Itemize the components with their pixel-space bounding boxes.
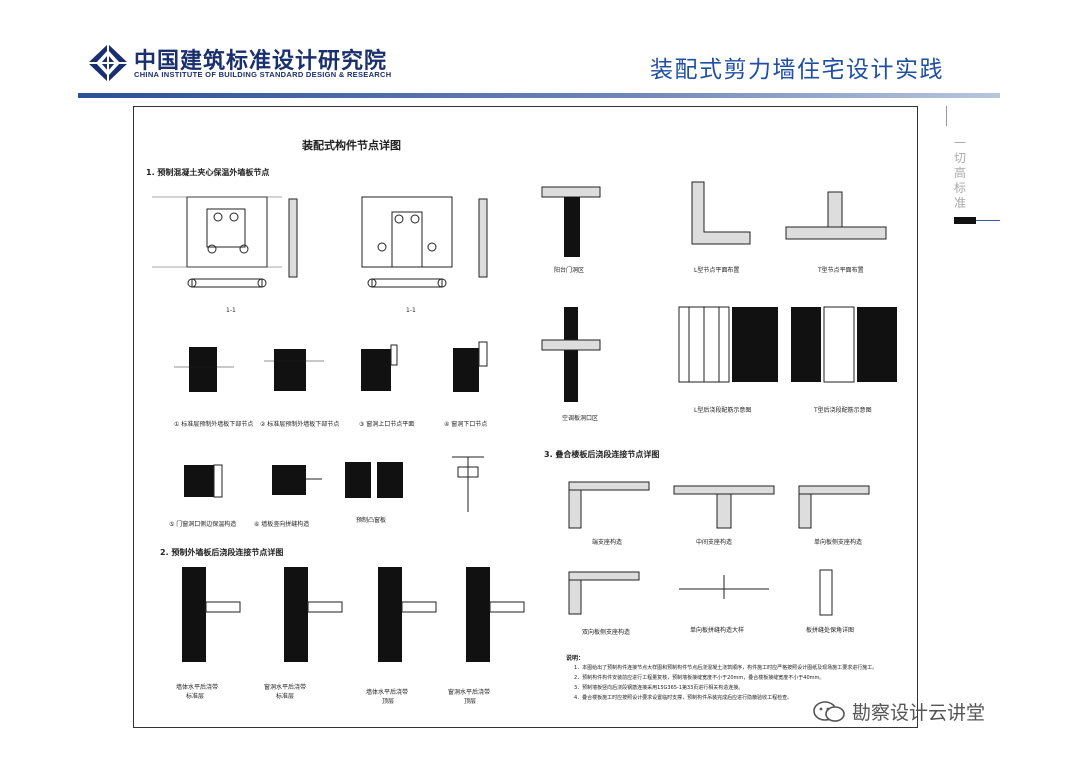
notes-heading: 说明： [566,655,585,662]
caption-one-way-seam: 单向板拼缝构造大样 [690,627,745,634]
caption-top-2: 顶层 [464,698,477,705]
caption-std-1: 标准层 [186,693,205,700]
drawing-title: 装配式构件节点详图 [302,139,401,152]
one-way-side-support [798,485,870,529]
watermark-text: 勘察设计云讲堂 [852,702,986,724]
caption-middle-support: 中间支座构造 [696,539,733,546]
detail-3-drawing [361,344,398,391]
caption-detail-6: ⑥ 墙板竖向拼缝构造 [254,521,310,528]
notes-list: 1．本图给出了预制构件连接节点大样图和预制构件节点后浇混凝土浇筑顺序，构件施工时… [574,663,904,703]
watermark: 勘察设计云讲堂 [812,698,985,725]
caption-detail-2: ② 标准层预制外墙板下部节点 [260,421,340,428]
side-vertical-label: 一切高标准 [954,136,967,210]
section-heading-3: 3. 叠合楼板后浇段连接节点详图 [544,450,660,459]
detail-8-drawing [452,456,484,512]
caption-end-support: 端支座构造 [592,539,623,546]
logo-english-name: CHINA INSTITUTE OF BUILDING STANDARD DES… [134,70,392,79]
caption-window-joint-2: 窗洞水平后浇带 [448,689,491,696]
horizontal-joint-1 [182,567,241,662]
t-joint-rebar [791,306,897,383]
horizontal-joint-3 [378,567,437,662]
caption-l-joint-plan: L型节点平面布置 [694,267,740,274]
detail-4-drawing [453,341,488,392]
header-divider [78,93,1000,98]
wechat-icon [813,700,845,722]
seam-corner-detail [819,569,833,616]
caption-two-way-support: 双向板侧支座构造 [582,629,631,636]
detail-5-drawing [184,464,223,498]
t-joint-plan [785,191,887,240]
section-heading-1: 1. 预制混凝土夹心保温外墙板节点 [146,168,270,177]
caption-t-joint-rebar: T型后浇段配筋示意图 [814,407,872,414]
caption-detail-7: 预制凸窗板 [356,517,387,524]
section-heading-2: 2. 预制外墙板后浇段连接节点详图 [160,548,284,557]
caption-window-joint-1: 窗洞水平后浇带 [264,684,307,691]
end-support-detail [568,481,650,529]
detail-1-drawing [174,347,234,392]
side-divider-line [946,106,947,126]
two-way-side-support [568,571,640,615]
side-marker-bar [954,217,976,224]
balcony-door-plan [541,186,601,257]
l-joint-plan [691,181,751,245]
detail-2-drawing [264,349,324,391]
one-way-seam-detail [679,575,769,599]
caption-detail-4: ④ 窗洞下口节点 [444,421,488,428]
label-section-1-1-a: 1-1 [226,307,236,314]
caption-t-joint-plan: T型节点平面布置 [818,267,864,274]
wall-panel-elevation-1 [152,196,282,288]
l-joint-rebar [678,306,778,383]
caption-wall-joint-1: 墙体水平后浇带 [176,684,219,691]
caption-seam-corner: 板拼缝处保角详图 [806,627,855,634]
ac-board-opening [541,307,601,402]
caption-detail-5: ⑤ 门窗洞口侧边保温构造 [169,521,237,528]
note-1: 1．本图给出了预制构件连接节点大样图和预制构件节点后浇混凝土浇筑顺序，构件施工时… [574,665,878,671]
detail-6-drawing [272,465,322,495]
wall-panel-section-b [478,198,488,278]
label-section-1-1-b: 1-1 [406,307,416,314]
note-2: 2．预制构件构件安装前应进行工程量复核，预制墙板接缝宽度不小于20mm，叠合楼板… [574,675,825,681]
logo-chinese-name: 中国建筑标准设计研究院 [134,49,388,74]
caption-detail-1: ① 标准层预制外墙板下部节点 [174,421,254,428]
detail-7-drawing [345,462,403,498]
wall-panel-elevation-2 [361,196,453,288]
drawing-sheet: 装配式构件节点详图 1. 预制混凝土夹心保温外墙板节点 2. 预制外墙板后浇段连… [133,106,918,728]
slide-header: 中国建筑标准设计研究院 CHINA INSTITUTE OF BUILDING … [0,0,1080,100]
note-3: 3．预制墙板竖向后浇段钢筋连接采用15G365-1第33页进行相关构造连接。 [574,685,744,691]
caption-balcony-door: 阳台门洞区 [554,267,585,274]
caption-wall-joint-2: 墙体水平后浇带 [366,689,409,696]
note-4: 4．叠合楼板施工时应按照设计要求设置临时支撑，预制构件吊装完成后应进行隐蔽验收工… [574,695,793,701]
caption-l-joint-rebar: L型后浇段配筋示意图 [694,407,752,414]
wall-panel-section-a [288,198,298,278]
caption-top-1: 顶层 [382,698,395,705]
institute-logo-icon [88,44,128,82]
caption-std-2: 标准层 [276,693,295,700]
caption-detail-3: ③ 窗洞上口节点平面 [359,421,415,428]
caption-one-way-support: 单向板侧支座构造 [814,539,863,546]
side-marker-line [976,220,1000,221]
caption-ac-opening: 空调板洞口区 [562,415,599,422]
middle-support-detail [673,485,775,529]
horizontal-joint-4 [466,567,525,662]
slide-title: 装配式剪力墙住宅设计实践 [650,57,944,83]
horizontal-joint-2 [284,567,343,662]
